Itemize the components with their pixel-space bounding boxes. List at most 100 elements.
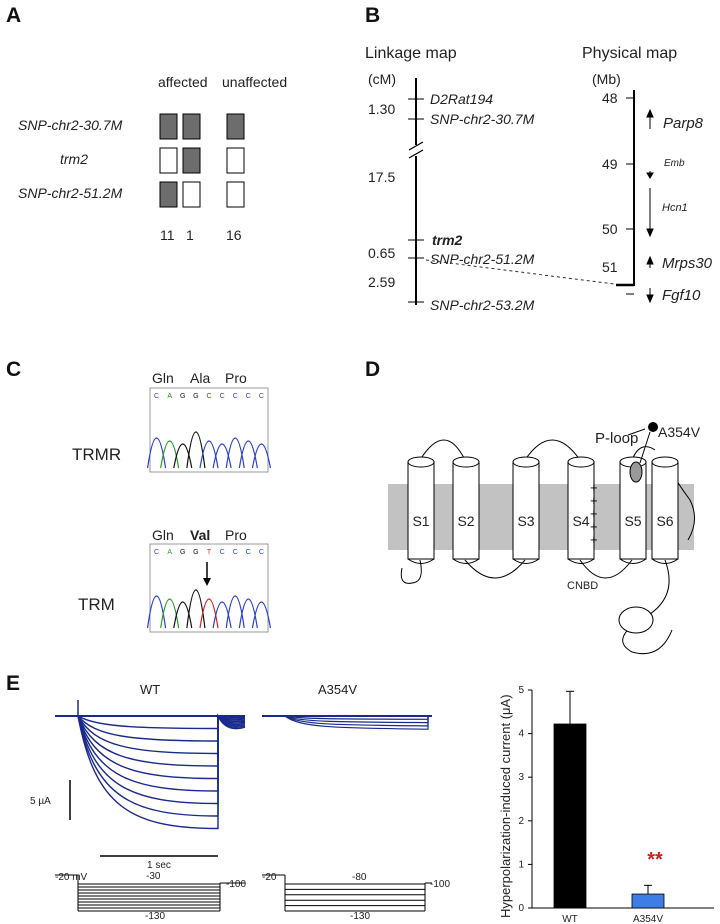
panel-label-b: B: [365, 4, 380, 27]
genotype-cell: [159, 147, 178, 174]
chart-bars: WT A354V **: [553, 690, 665, 924]
trace-peak: [251, 443, 272, 469]
base-call: G: [180, 393, 185, 400]
helix-base: [407, 558, 435, 564]
helix-cap: [452, 456, 480, 468]
col-unaffected: unaffected: [222, 74, 287, 90]
mb-51: 51: [602, 259, 618, 275]
trace-peak: [160, 440, 180, 469]
significance-marker: **: [647, 849, 663, 871]
y-tick-label: 2: [518, 816, 524, 827]
charge-plus: +: [590, 480, 598, 495]
col-affected: affected: [158, 74, 208, 90]
base-call: C: [220, 393, 225, 400]
helix-base: [651, 558, 679, 564]
helix-base: [452, 558, 480, 564]
trace-peak: [212, 601, 232, 629]
trace-peak: [238, 598, 258, 629]
trace-peak: [173, 443, 193, 469]
physical-title: Physical map: [582, 45, 677, 62]
panel-label-c: C: [6, 358, 21, 381]
panel-label-a: A: [6, 4, 21, 27]
current-trace: [77, 714, 246, 742]
current-trace: [77, 715, 246, 730]
x-tick-label: A354V: [633, 914, 663, 924]
genotype-cell: [182, 113, 201, 140]
current-trace: [77, 715, 246, 817]
gene-fgf10: Fgf10: [662, 287, 701, 304]
trace-peak: [173, 601, 193, 629]
codon-top-ala: Ala: [190, 370, 210, 386]
marker-snp53: SNP-chr2-53.2M: [430, 297, 535, 313]
trace-peak: [146, 595, 167, 629]
physical-axis: [425, 90, 635, 295]
codon-bottom-val: Val: [190, 527, 210, 543]
mutation-arrow-icon: [203, 562, 211, 586]
protocol-mut-hold: -20: [262, 872, 277, 883]
linkage-title: Linkage map: [365, 45, 457, 62]
arrow-down-icon: [646, 228, 654, 238]
protocol-wt-bottom: -130: [145, 911, 165, 922]
y-tick-label: 4: [518, 729, 524, 740]
helix-s2: [452, 461, 480, 560]
ploop-label: P-loop: [595, 430, 638, 447]
marker-snp51: SNP-chr2-51.2M: [430, 251, 535, 267]
mutation-label: A354V: [658, 424, 701, 440]
linkage-axis: [408, 78, 424, 305]
cnbd-label: CNBD: [567, 580, 598, 592]
current-trace: [77, 714, 246, 780]
helix-base: [619, 558, 647, 564]
genotype-cell: [226, 181, 245, 208]
dist-0-65: 0.65: [368, 245, 395, 261]
codon-top-gln: Gln: [152, 370, 174, 386]
row-label-trm2: trm2: [60, 151, 88, 167]
row-label-snp30: SNP-chr2-30.7M: [18, 117, 123, 133]
y-tick-label: 1: [518, 859, 524, 870]
protocol-wt-top: -30: [146, 871, 161, 882]
gene-emb: Emb: [664, 158, 685, 169]
helix-cap: [567, 456, 595, 468]
count-11: 11: [160, 227, 175, 243]
helix-base: [512, 558, 540, 564]
panel-label-e: E: [6, 672, 20, 695]
trace-peak: [146, 437, 167, 469]
base-call: C: [246, 393, 251, 400]
protocol-mut-end: -100: [430, 879, 450, 890]
dist-17-5: 17.5: [368, 169, 395, 185]
charge-plus: +: [590, 493, 598, 508]
current-trace: [77, 714, 246, 767]
base-call: C: [259, 549, 264, 556]
count-16: 16: [226, 227, 242, 243]
unit-cm: (cM): [368, 71, 396, 87]
current-trace: [77, 713, 246, 805]
charge-plus: +: [590, 532, 598, 547]
current-trace: [284, 715, 432, 730]
helix-label: S5: [624, 513, 641, 529]
bar-wt: [553, 723, 587, 909]
base-call: C: [154, 549, 159, 556]
unit-mb: (Mb): [592, 71, 621, 87]
trace-peak: [225, 595, 245, 629]
protocol-wt-end: -100: [226, 879, 246, 890]
trace-peak: [199, 440, 219, 469]
arrow-up-icon: [646, 255, 654, 265]
x-tick-label: WT: [562, 914, 578, 924]
genotype-cell: [182, 181, 201, 208]
helix-cap: [512, 456, 540, 468]
base-call: C: [220, 549, 225, 556]
cnbd-domain: [618, 606, 654, 634]
codon-bottom-pro: Pro: [225, 527, 247, 543]
chromatogram-frame: [149, 387, 269, 473]
helix-label: S2: [457, 513, 474, 529]
genotype-cell: [159, 113, 178, 140]
y-tick-label: 0: [518, 903, 524, 914]
scale-time: 1 sec: [147, 860, 171, 871]
trace-peak: [251, 601, 272, 629]
scale-current: 5 µA: [30, 796, 51, 807]
base-call: C: [259, 393, 264, 400]
arrow-down-icon: [646, 172, 654, 179]
trace-peak: [225, 437, 245, 469]
codon-bottom-gln: Gln: [152, 527, 174, 543]
